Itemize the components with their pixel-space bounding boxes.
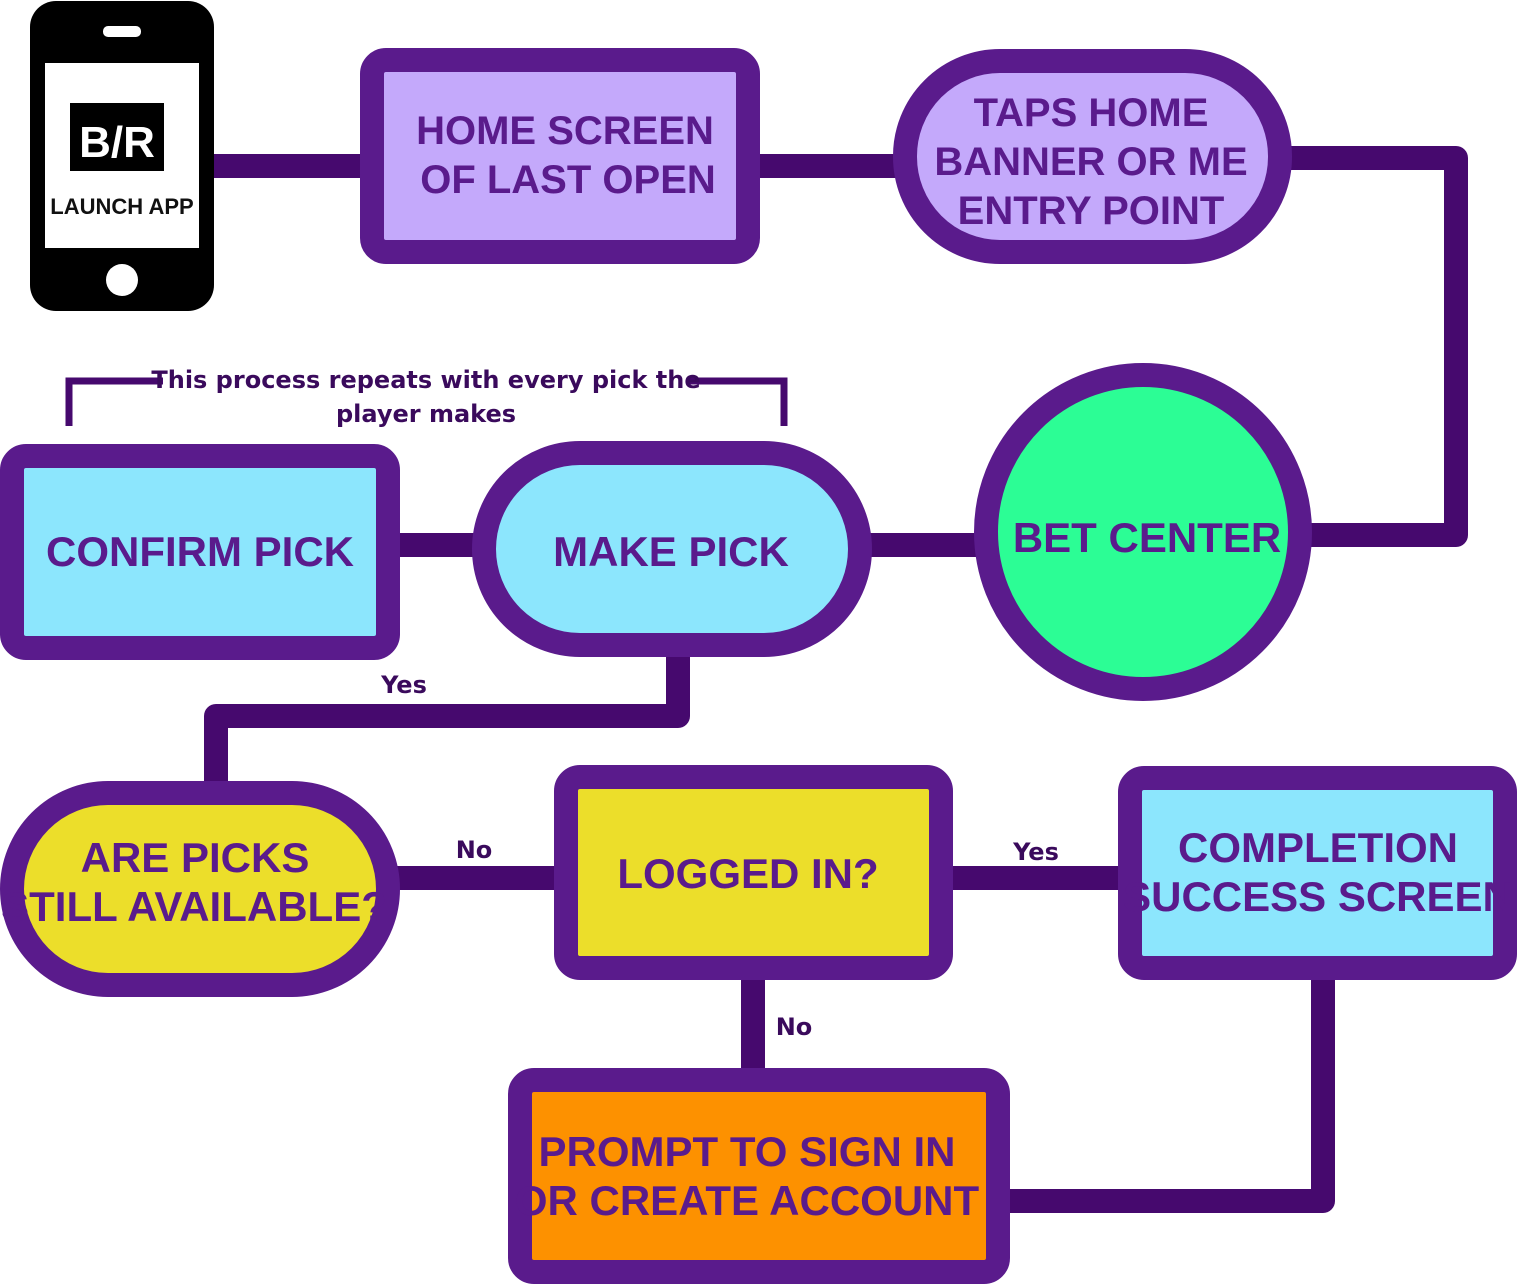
node-confirm-pick[interactable]: CONFIRM PICK bbox=[0, 444, 400, 660]
make-pick-label: MAKE PICK bbox=[553, 528, 789, 575]
home-screen-line-1: HOME SCREEN bbox=[416, 109, 714, 153]
launch-app-label: LAUNCH APP bbox=[50, 194, 193, 219]
connector-completion-to-prompt bbox=[998, 968, 1335, 1213]
node-completion[interactable]: COMPLETION SUCCESS SCREEN bbox=[1118, 766, 1517, 980]
br-logo-box bbox=[70, 103, 164, 171]
phone-home-button bbox=[106, 264, 138, 296]
annotation-bracket bbox=[65, 377, 788, 426]
edge-label-yes-make-pick: Yes bbox=[380, 671, 427, 699]
edge-label-no-logged-in: No bbox=[776, 1013, 813, 1041]
confirm-pick-label: CONFIRM PICK bbox=[46, 528, 354, 575]
node-taps-home-banner[interactable]: TAPS HOME BANNER OR ME ENTRY POINT bbox=[893, 49, 1292, 264]
prompt-line-1: PROMPT TO SIGN IN bbox=[539, 1128, 956, 1175]
picks-available-line-2: STILL AVAILABLE? bbox=[1, 883, 387, 930]
node-picks-available[interactable]: ARE PICKS STILL AVAILABLE? bbox=[0, 781, 400, 997]
node-make-pick[interactable]: MAKE PICK bbox=[472, 441, 872, 657]
completion-line-1: COMPLETION bbox=[1178, 824, 1458, 871]
home-screen-line-2: OF LAST OPEN bbox=[420, 158, 716, 202]
annotation-line-2: player makes bbox=[336, 400, 516, 428]
logged-in-label: LOGGED IN? bbox=[617, 850, 878, 897]
taps-home-line-1: TAPS HOME bbox=[974, 91, 1209, 135]
edge-label-no-picks: No bbox=[456, 836, 493, 864]
completion-line-2: SUCCESS SCREEN bbox=[1123, 873, 1513, 920]
node-bet-center[interactable]: BET CENTER bbox=[974, 363, 1312, 701]
repeat-annotation: This process repeats with every pick the… bbox=[65, 366, 788, 428]
node-prompt-sign-in[interactable]: PROMPT TO SIGN IN OR CREATE ACCOUNT bbox=[508, 1068, 1010, 1284]
br-logo-icon: B/R bbox=[79, 118, 155, 167]
taps-home-line-2: BANNER OR ME bbox=[934, 140, 1247, 184]
node-home-screen[interactable]: HOME SCREEN OF LAST OPEN bbox=[360, 48, 760, 264]
taps-home-line-3: ENTRY POINT bbox=[958, 189, 1225, 233]
connectors bbox=[200, 146, 1468, 1213]
prompt-line-2: OR CREATE ACCOUNT bbox=[515, 1177, 980, 1224]
edge-labels: Yes No Yes No bbox=[380, 671, 1059, 1041]
launch-app-node[interactable]: B/R LAUNCH APP bbox=[30, 1, 214, 311]
picks-available-line-1: ARE PICKS bbox=[81, 834, 310, 881]
connector-make-pick-to-picks bbox=[204, 650, 690, 790]
connector-taps-to-bet-center bbox=[1280, 146, 1468, 547]
phone-speaker bbox=[103, 26, 141, 37]
edge-label-yes-logged-in: Yes bbox=[1012, 838, 1059, 866]
bet-center-label: BET CENTER bbox=[1013, 514, 1281, 561]
node-logged-in[interactable]: LOGGED IN? bbox=[554, 765, 953, 980]
annotation-line-1: This process repeats with every pick the bbox=[151, 366, 700, 394]
